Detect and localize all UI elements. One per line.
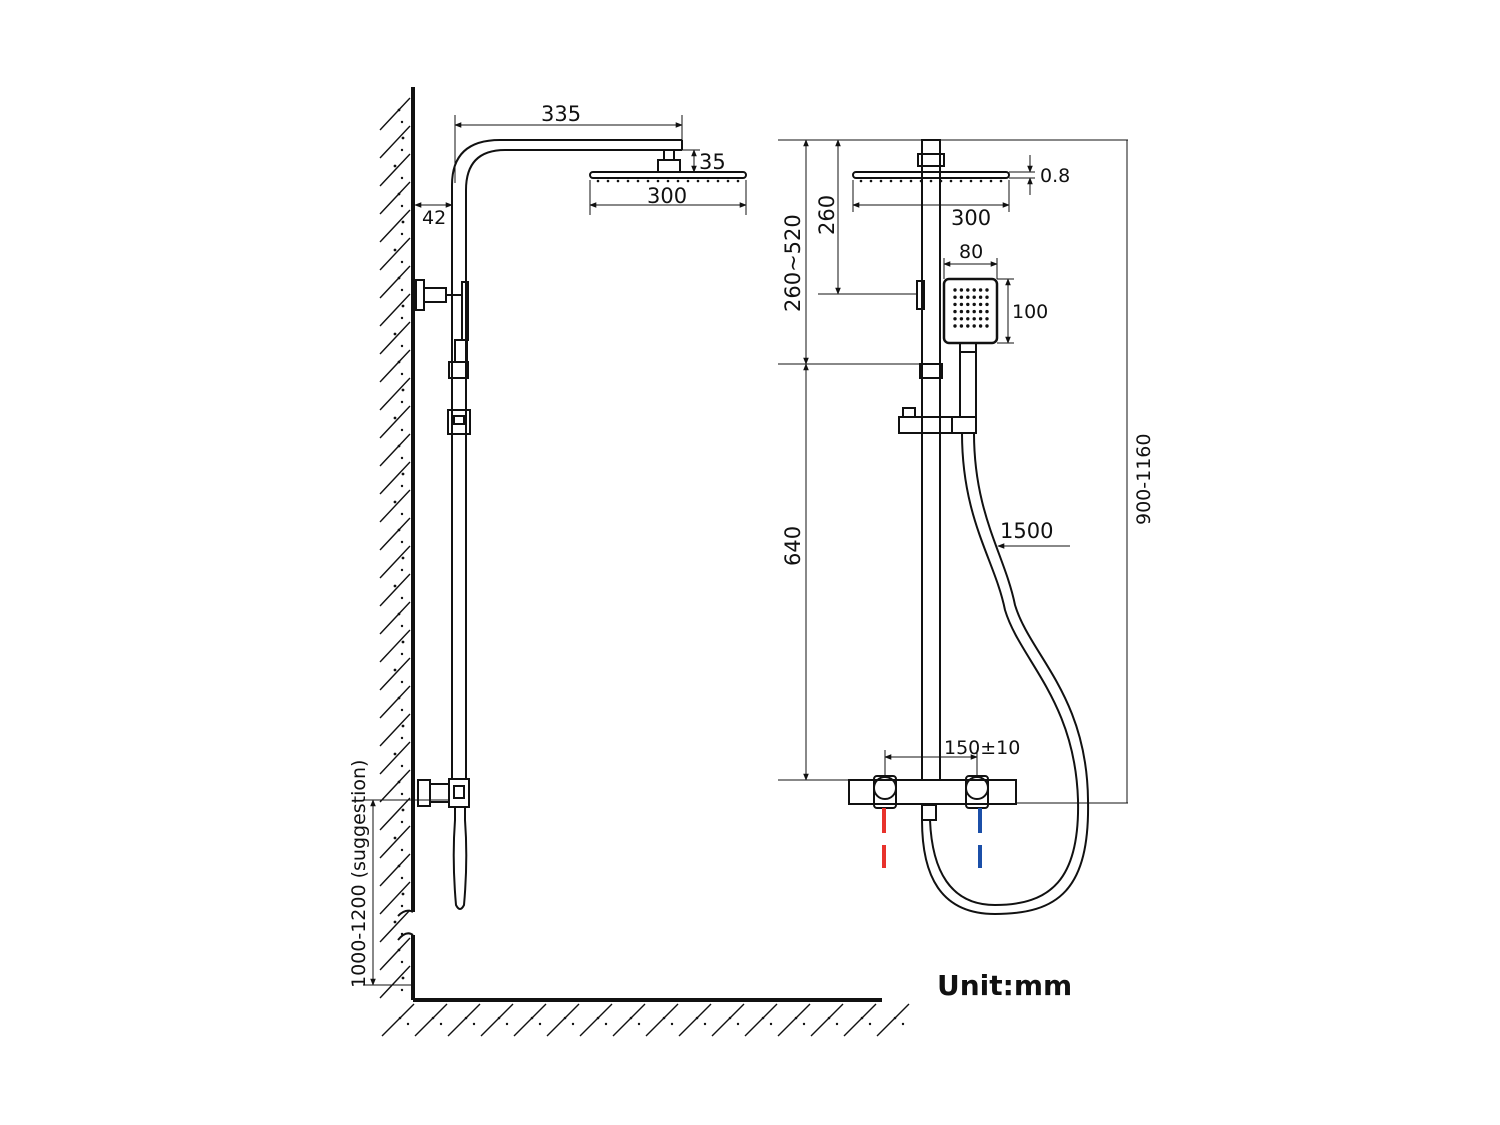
front-wall-bracket	[916, 280, 925, 310]
dim-inlet-spacing: 150±10	[944, 737, 1020, 759]
side-shower-head	[589, 171, 747, 179]
dim-front-head-width: 300	[951, 206, 991, 230]
dim-head-thickness: 0.8	[1040, 165, 1070, 187]
front-shower-head	[852, 171, 1010, 179]
dim-overall-height: 900-1160	[1133, 434, 1155, 525]
front-hose	[929, 432, 1080, 907]
side-head-connector	[663, 149, 675, 161]
wall	[379, 87, 415, 1000]
front-handshower-handle	[959, 342, 977, 418]
side-slider	[447, 409, 471, 435]
unit-label: Unit:mm	[937, 969, 1072, 1002]
front-head-connector	[921, 139, 941, 155]
dim-lower-rail: 640	[781, 526, 805, 566]
front-mixer-body	[848, 779, 1017, 805]
dim-side-head-width: 300	[647, 184, 687, 208]
side-view: 335 35 300 42 1000-1200 (suggestion)	[348, 102, 747, 988]
front-view: 0.8 300 80 100 260 260~520 640 1500	[778, 139, 1155, 916]
front-handshower	[942, 277, 999, 345]
dim-side-head-height: 35	[699, 150, 726, 174]
dim-handshower-height: 100	[1012, 301, 1048, 323]
front-slider	[898, 416, 977, 434]
floor	[381, 998, 910, 1037]
side-hose	[452, 807, 468, 910]
dim-side-arm-length: 335	[541, 102, 581, 126]
dim-bracket-range: 260~520	[781, 214, 805, 312]
side-wall-bracket	[415, 279, 425, 311]
dim-bracket-drop: 260	[815, 195, 839, 235]
riser-arm	[451, 139, 682, 780]
dim-handshower-width: 80	[959, 241, 983, 263]
dim-wall-offset: 42	[422, 207, 446, 229]
dim-mount-height: 1000-1200 (suggestion)	[348, 760, 370, 988]
side-mixer-body	[448, 778, 470, 808]
dim-hose-length: 1500	[1000, 519, 1053, 543]
